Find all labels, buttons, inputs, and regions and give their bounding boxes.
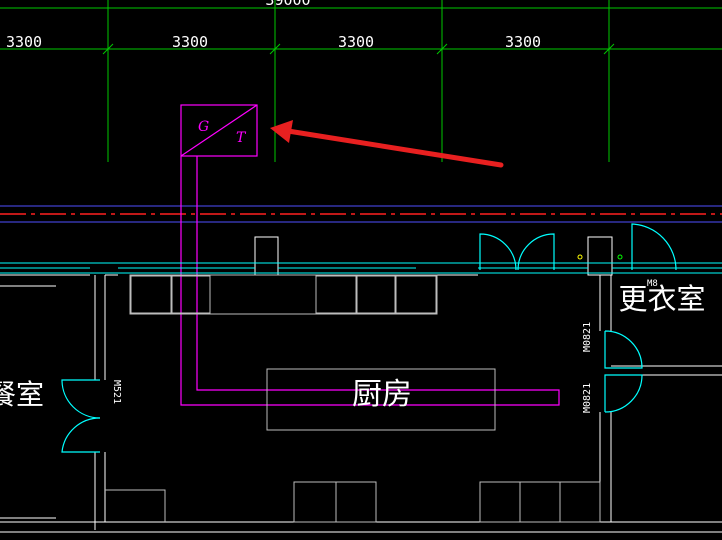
kitchen-furniture bbox=[105, 274, 601, 523]
dim-tick bbox=[436, 43, 448, 55]
door-locker-lower bbox=[604, 374, 643, 413]
equipment-tag-left: G bbox=[198, 119, 209, 135]
island-counter bbox=[266, 368, 496, 431]
counter-bottom bbox=[479, 481, 601, 523]
bay-dimension-label: 3300 bbox=[505, 33, 541, 51]
dim-tick bbox=[269, 43, 281, 55]
counter-top bbox=[129, 274, 438, 315]
door-dining bbox=[61, 379, 101, 419]
room-label-kitchen: 厨房 bbox=[352, 377, 412, 412]
door-locker-upper bbox=[604, 330, 643, 369]
overall-dimension-label: 39000 bbox=[265, 0, 310, 9]
room-label-dining: 餐室 bbox=[0, 378, 44, 411]
dim-tick bbox=[102, 43, 114, 55]
room-label-locker: 更衣室 bbox=[618, 282, 705, 316]
counter-bottom bbox=[293, 481, 377, 523]
annotation-arrow bbox=[270, 120, 504, 168]
pipe-run[interactable] bbox=[180, 156, 560, 406]
equipment-symbol[interactable] bbox=[180, 104, 258, 157]
door-label-m8: M8 bbox=[647, 279, 658, 289]
door-swings[interactable] bbox=[61, 223, 677, 453]
door-locker-top bbox=[631, 223, 677, 271]
door-label-m0821-lower: M0821 bbox=[582, 383, 593, 413]
dim-tick bbox=[603, 43, 615, 55]
dimension-grid bbox=[0, 0, 722, 162]
door-label-m521: M521 bbox=[111, 380, 122, 404]
door-double-top bbox=[517, 233, 555, 271]
equipment-tag-right: T bbox=[236, 130, 247, 146]
bay-dimension-label: 3300 bbox=[6, 33, 42, 51]
bay-dimension-label: 3300 bbox=[172, 33, 208, 51]
door-label-m0821-upper: M0821 bbox=[582, 322, 593, 352]
marker bbox=[617, 254, 623, 260]
bay-dimension-label: 3300 bbox=[338, 33, 374, 51]
door-double-top bbox=[479, 233, 517, 271]
door-dining bbox=[61, 417, 101, 453]
marker bbox=[577, 254, 583, 260]
